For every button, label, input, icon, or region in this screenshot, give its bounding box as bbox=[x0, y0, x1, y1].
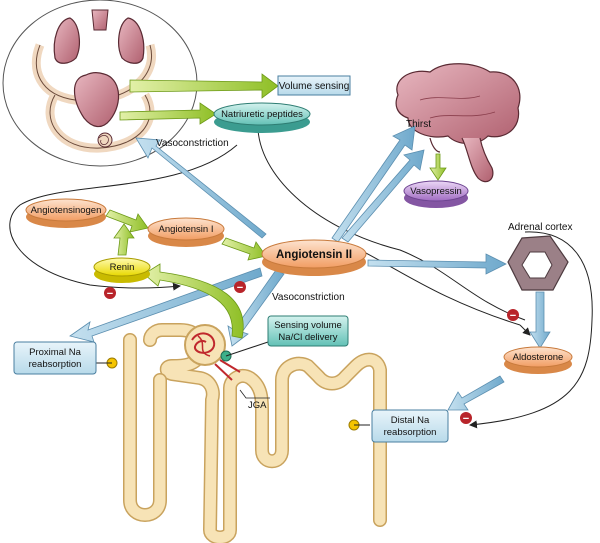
angiotensin-i-label: Angiotensin I bbox=[159, 224, 214, 235]
thirst-label: Thirst bbox=[406, 119, 431, 130]
angiotensinogen-label: Angiotensinogen bbox=[31, 205, 102, 216]
volume-sensing-label: Volume sensing bbox=[279, 81, 350, 92]
volume-sensing-box: Volume sensing bbox=[277, 75, 351, 96]
angiotensin-ii-label: Angiotensin II bbox=[276, 249, 352, 261]
renin-label: Renin bbox=[110, 262, 135, 273]
svg-text:−: − bbox=[107, 288, 113, 300]
adrenal-cortex-label: Adrenal cortex bbox=[508, 222, 572, 233]
brain-illustration bbox=[395, 63, 521, 183]
proximal-na-label-2: reabsorption bbox=[29, 359, 82, 370]
aldosterone-label: Aldosterone bbox=[513, 352, 564, 363]
adrenal-cortex-illustration bbox=[507, 235, 569, 291]
vasoconstriction-top-label: Vasoconstriction bbox=[156, 138, 229, 149]
blue-arrows bbox=[69, 125, 551, 411]
inhibit-marker-angiotensin: − bbox=[234, 281, 246, 294]
inhibit-marker-renin: − bbox=[104, 287, 116, 300]
svg-text:−: − bbox=[510, 310, 516, 322]
aldosterone-pill: Aldosterone bbox=[503, 346, 573, 374]
natriuretic-peptides-pill: Natriuretic peptides bbox=[213, 102, 311, 133]
svg-text:−: − bbox=[237, 282, 243, 294]
distal-na-box: Distal Na reabsorption bbox=[371, 409, 449, 443]
vasopressin-label: Vasopressin bbox=[410, 186, 462, 197]
sensing-volume-label-2: Na/Cl delivery bbox=[278, 332, 337, 343]
proximal-na-label-1: Proximal Na bbox=[29, 347, 81, 358]
nephron-illustration bbox=[123, 323, 387, 543]
vasoconstriction-mid-label: Vasoconstriction bbox=[272, 292, 345, 303]
angiotensinogen-pill: Angiotensinogen bbox=[25, 198, 107, 228]
distal-na-label-2: reabsorption bbox=[384, 427, 437, 438]
distal-na-label-1: Distal Na bbox=[391, 415, 430, 426]
vasopressin-pill: Vasopressin bbox=[403, 180, 469, 208]
natriuretic-peptides-label: Natriuretic peptides bbox=[221, 109, 303, 120]
jga-label: JGA bbox=[248, 400, 267, 411]
sensing-volume-box: Sensing volume Na/Cl delivery bbox=[267, 315, 349, 347]
proximal-na-box: Proximal Na reabsorption bbox=[13, 341, 97, 375]
inhibit-marker-adrenal: − bbox=[507, 309, 519, 322]
angiotensin-ii-pill: Angiotensin II bbox=[261, 239, 367, 276]
svg-text:−: − bbox=[463, 413, 469, 425]
angiotensin-i-pill: Angiotensin I bbox=[147, 217, 225, 247]
sensing-volume-label-1: Sensing volume bbox=[274, 320, 342, 331]
feedback-curves bbox=[9, 129, 593, 429]
renin-pill: Renin bbox=[93, 257, 151, 283]
inhibit-marker-distal: − bbox=[460, 412, 472, 425]
green-arrows bbox=[105, 73, 447, 339]
